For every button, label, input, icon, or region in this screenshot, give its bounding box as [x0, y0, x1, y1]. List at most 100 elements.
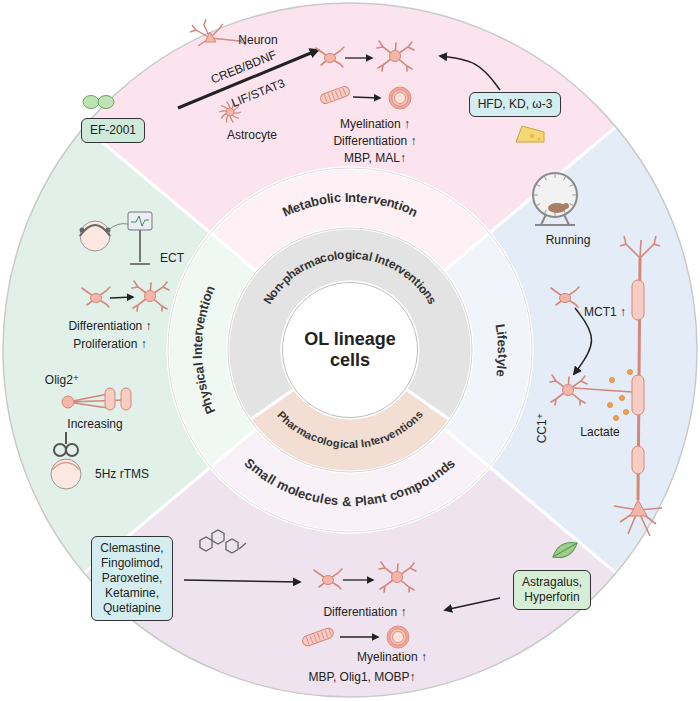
arc-glyph: c — [333, 190, 342, 207]
annotation-label: Running — [546, 233, 591, 247]
annotation-label: MCT1 ↑ — [584, 305, 626, 319]
arrow — [340, 636, 378, 637]
intervention-box: EF-2001 — [81, 118, 145, 143]
center-circle: OL lineage cells — [282, 282, 418, 418]
annotation-label: LIF/STAT3 — [229, 76, 287, 110]
node-text: Lifestyle — [484, 311, 518, 389]
arrow — [184, 580, 300, 582]
arc-glyph: P — [354, 493, 364, 510]
node-text: EF-2001 — [90, 123, 136, 138]
arc-glyph: l — [354, 438, 358, 452]
node-text: Physical Intervention — [182, 274, 227, 426]
opc-cell — [314, 569, 342, 589]
opc-cell — [82, 287, 110, 307]
annotation-label: Olig2⁺ — [45, 373, 79, 387]
arc-glyph: c — [342, 438, 349, 452]
arc-glyph: a — [349, 438, 355, 452]
arrow — [345, 57, 372, 58]
arc-glyph: e — [492, 368, 509, 378]
node-text: OL lineage cells — [300, 329, 400, 370]
arc-glyph: n — [190, 347, 206, 355]
node-text: Pharmacological Interventions — [268, 402, 433, 459]
node-text: Clemastine, Fingolimod, Paroxetine, Keta… — [100, 541, 163, 616]
annotation-label: MBP, Olig1, MOBP↑ — [308, 670, 415, 684]
arc-glyph: & — [341, 494, 351, 510]
ring-rim — [228, 228, 472, 472]
annotation-label: 5Hz rTMS — [95, 467, 149, 481]
annotation-label: MBP, MAL↑ — [344, 151, 406, 165]
arc-glyph — [341, 190, 345, 206]
oligodendrocyte-cell — [379, 562, 416, 592]
intervention-box: Clemastine, Fingolimod, Paroxetine, Keta… — [91, 536, 172, 621]
annotation-label: Differentiation ↑ — [323, 605, 406, 619]
arrow — [110, 297, 133, 298]
ef2001-bacteria-icon — [83, 96, 114, 109]
category-ring-sector — [211, 428, 490, 532]
annotation-label: CC1⁺ — [535, 413, 549, 443]
arrow — [343, 579, 373, 580]
icons — [51, 19, 662, 648]
node-text: HFD, KD, ω-3 — [478, 97, 553, 112]
nonpharm-band — [228, 228, 472, 420]
category-ring-sector — [211, 168, 490, 272]
ring-sector-label: Non-pharmacological Interventions — [254, 240, 446, 316]
intervention-box: Astragalus, Hyperforin — [513, 570, 591, 610]
arc-glyph: n — [348, 190, 356, 206]
annotation-label: Myelination ↑ — [340, 117, 410, 131]
myelin-cross-section — [387, 626, 409, 648]
myelin-segment — [319, 85, 351, 105]
annotation-label: Astrocyte — [227, 128, 277, 142]
ring-sector-label: Physical Intervention — [182, 274, 227, 426]
leaf-icon — [550, 538, 580, 562]
arc-glyph: e — [494, 339, 511, 347]
arrow — [445, 598, 500, 610]
arc-glyph: o — [337, 248, 346, 264]
opc-cell — [316, 47, 344, 67]
intervention-box: HFD, KD, ω-3 — [469, 92, 562, 117]
annotation-label: Neuron — [238, 33, 277, 47]
ring-sector-label: Small molecules & Plant compounds — [233, 447, 467, 518]
arc-glyph: s — [494, 347, 510, 354]
arc-glyph: e — [190, 335, 207, 343]
annotation-label: Proliferation ↑ — [73, 337, 146, 351]
arc-glyph: t — [190, 343, 206, 348]
annotation-label: Lactate — [580, 425, 619, 439]
running-wheel-icon — [533, 173, 577, 225]
molecule-icon — [200, 530, 246, 553]
oligodendrocyte-cell — [377, 41, 414, 71]
arrow — [440, 56, 500, 90]
arc-glyph: s — [330, 493, 339, 510]
neuron-axon-icon — [574, 236, 662, 536]
arc-glyph: g — [344, 247, 352, 262]
arc-glyph — [338, 493, 343, 509]
myelin-cross-section — [389, 87, 411, 109]
arc-glyph: I — [344, 190, 348, 206]
node-text: Small molecules & Plant compounds — [233, 447, 467, 518]
ring-sector-label: Pharmacological Interventions — [268, 402, 433, 459]
oligodendrocyte-cell — [550, 375, 587, 405]
arc-glyph: I — [190, 355, 206, 359]
annotation-label: Differentiation ↑ — [68, 319, 151, 333]
oligodendrocyte-cell — [132, 281, 169, 311]
annotation-label: Myelination ↑ — [357, 650, 427, 664]
annotation-label: Increasing — [67, 417, 122, 431]
node-text: Metabolic Intervention — [272, 182, 429, 228]
outer-rim — [3, 3, 697, 697]
myelin-segment — [301, 627, 334, 647]
opc-cell — [551, 287, 579, 307]
ring-rim — [168, 168, 532, 532]
annotation-label: Differentiation ↑ — [333, 134, 416, 148]
olig2-cell-icon — [62, 388, 131, 410]
neuron-icon — [190, 19, 246, 46]
annotation-label: ECT — [160, 251, 184, 265]
ect-icon — [80, 212, 153, 264]
node-text: Astragalus, Hyperforin — [522, 575, 582, 605]
ring-sector-label: Metabolic Intervention — [272, 182, 429, 228]
cheese-icon — [516, 126, 544, 142]
arrow — [353, 97, 380, 98]
ring-sector-label: Lifestyle — [484, 311, 518, 389]
node-text: Non-pharmacological Interventions — [254, 240, 446, 316]
